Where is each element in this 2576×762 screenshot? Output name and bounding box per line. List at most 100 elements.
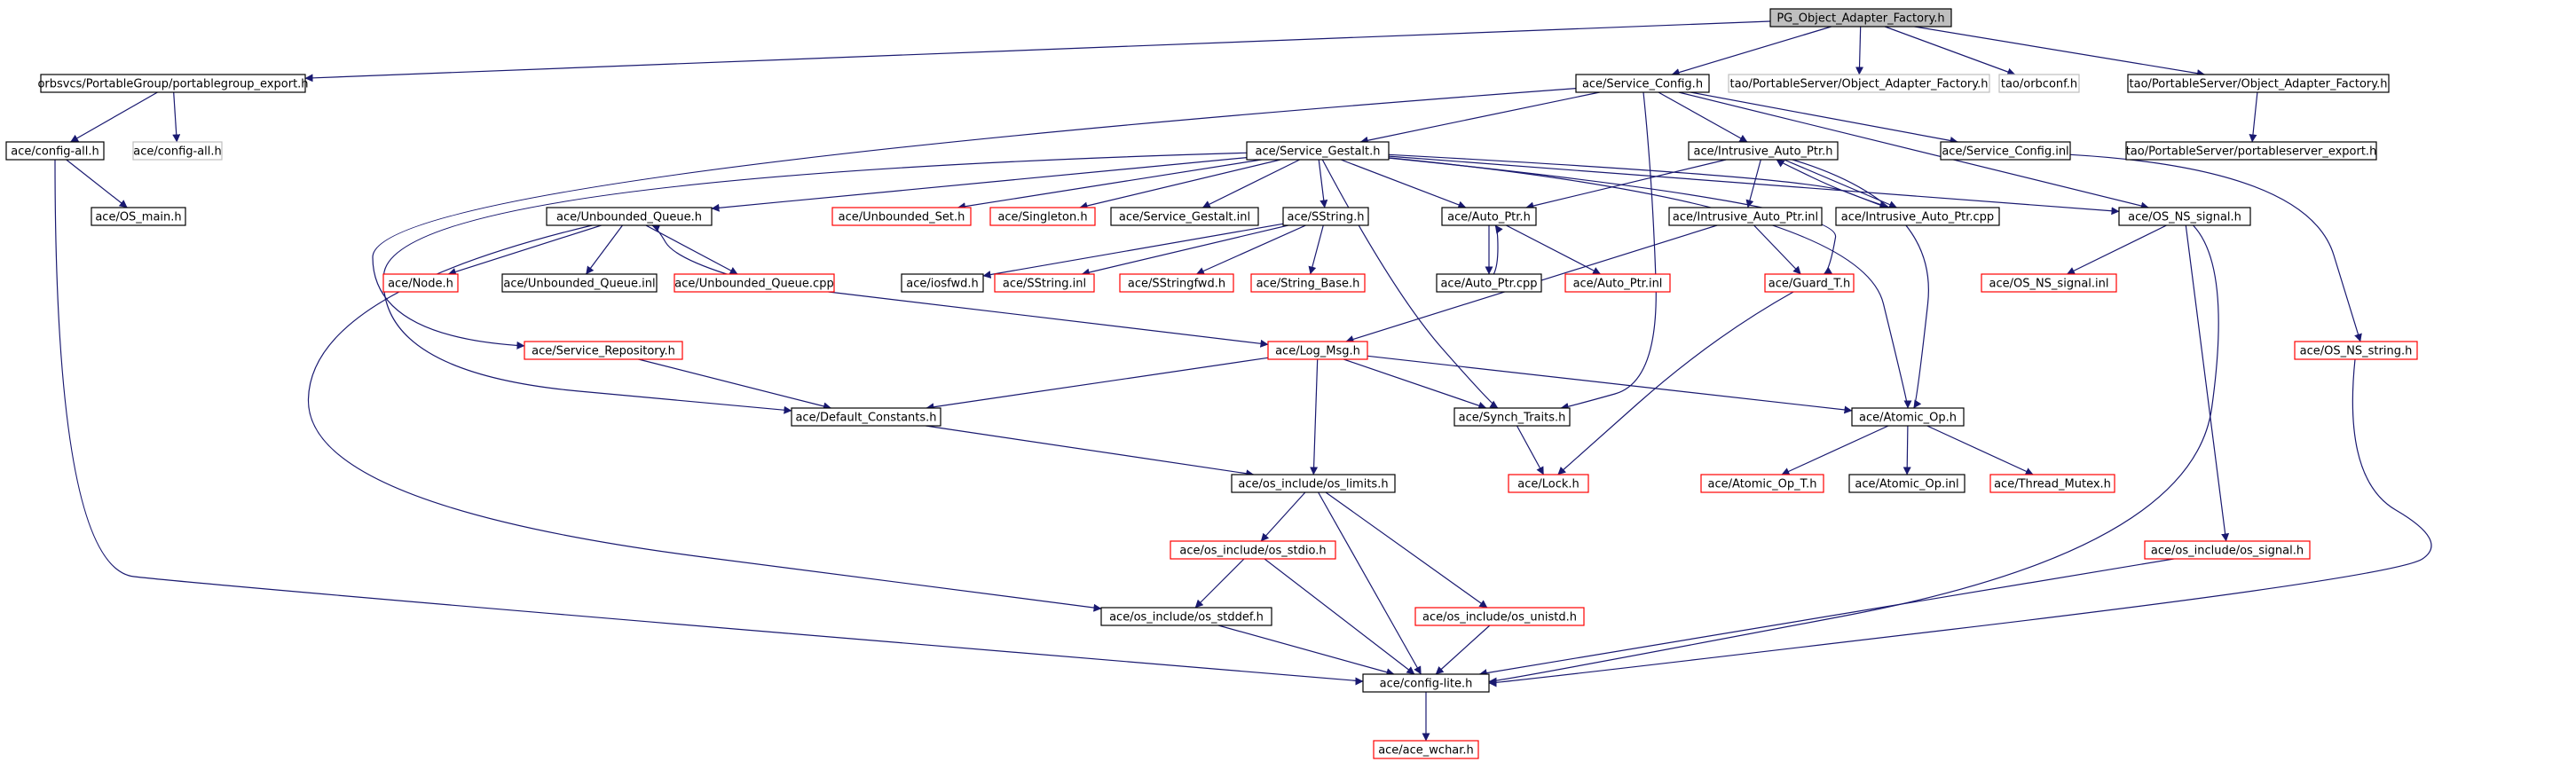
edge-atomic_op-to-thread_mutex bbox=[1926, 425, 2034, 475]
node-synch_traits[interactable]: ace/Synch_Traits.h bbox=[1453, 407, 1571, 427]
node-box bbox=[1851, 407, 1965, 427]
edge-os_signal-to-config_lite bbox=[1478, 558, 2174, 678]
node-atomic_op[interactable]: ace/Atomic_Op.h bbox=[1851, 407, 1965, 427]
node-svc_repo[interactable]: ace/Service_Repository.h bbox=[524, 341, 683, 360]
node-box bbox=[91, 207, 186, 226]
node-unb_queue_inl[interactable]: ace/Unbounded_Queue.inl bbox=[501, 273, 658, 293]
node-config_lite[interactable]: ace/config-lite.h bbox=[1362, 673, 1490, 693]
node-orbconf[interactable]: tao/orbconf.h bbox=[1998, 74, 2080, 93]
node-box bbox=[831, 207, 972, 226]
node-box bbox=[1441, 207, 1537, 226]
node-ps_oaf[interactable]: tao/PortableServer/Object_Adapter_Factor… bbox=[2127, 74, 2390, 93]
node-ace_wchar[interactable]: ace/ace_wchar.h bbox=[1373, 740, 1479, 759]
node-auto_ptr_cpp[interactable]: ace/Auto_Ptr.cpp bbox=[1436, 273, 1542, 293]
node-os_main[interactable]: ace/OS_main.h bbox=[91, 207, 186, 226]
node-unb_queue[interactable]: ace/Unbounded_Queue.h bbox=[546, 207, 713, 226]
node-guard_t[interactable]: ace/Guard_T.h bbox=[1764, 273, 1855, 293]
node-label: ace/iosfwd.h bbox=[906, 278, 978, 291]
node-string_base[interactable]: ace/String_Base.h bbox=[1250, 273, 1366, 293]
node-box bbox=[1231, 474, 1396, 493]
node-box bbox=[1100, 607, 1272, 626]
node-os_ns_signal[interactable]: ace/OS_NS_signal.h bbox=[2118, 207, 2251, 226]
node-intr_ptr_inl[interactable]: ace/Intrusive_Auto_Ptr.inl bbox=[1668, 207, 1823, 226]
node-sstringfwd[interactable]: ace/SStringfwd.h bbox=[1119, 273, 1234, 293]
node-box bbox=[501, 273, 658, 293]
node-sstring[interactable]: ace/SString.h bbox=[1282, 207, 1369, 226]
edge-svc_config-to-intr_ptr bbox=[1658, 91, 1748, 143]
edge-svc_gestalt-to-unb_set bbox=[957, 159, 1262, 211]
node-box bbox=[382, 273, 459, 293]
node-config_all2[interactable]: ace/config-all.h bbox=[132, 141, 223, 161]
node-os_signal[interactable]: ace/os_include/os_signal.h bbox=[2144, 540, 2311, 560]
node-node_h[interactable]: ace/Node.h bbox=[382, 273, 459, 293]
node-pg_export[interactable]: orbsvcs/PortableGroup/portablegroup_expo… bbox=[37, 74, 309, 93]
node-svc_config[interactable]: ace/Service_Config.h bbox=[1575, 74, 1710, 93]
node-label: ace/Intrusive_Auto_Ptr.h bbox=[1694, 145, 1833, 159]
node-label: ace/OS_NS_string.h bbox=[2300, 345, 2413, 358]
node-thread_mutex[interactable]: ace/Thread_Mutex.h bbox=[1989, 474, 2115, 493]
node-iosfwd[interactable]: ace/iosfwd.h bbox=[901, 273, 984, 293]
node-label: ace/Unbounded_Queue.inl bbox=[503, 278, 655, 291]
node-box bbox=[2125, 141, 2377, 161]
node-box bbox=[1848, 474, 1965, 493]
node-box bbox=[1170, 540, 1336, 560]
edge-root-to-orbconf bbox=[1884, 26, 2016, 76]
edge-os_stdio-to-os_stddef bbox=[1194, 558, 1245, 609]
node-label: ace/os_include/os_stdio.h bbox=[1179, 545, 1326, 558]
node-label: tao/PortableServer/portableserver_export… bbox=[2126, 145, 2377, 159]
node-log_msg[interactable]: ace/Log_Msg.h bbox=[1267, 341, 1368, 360]
edge-os_stddef-to-config_lite bbox=[1217, 625, 1395, 677]
node-os_limits[interactable]: ace/os_include/os_limits.h bbox=[1231, 474, 1396, 493]
node-box bbox=[1998, 74, 2080, 93]
edge-ps_oaf-to-ps_export bbox=[2249, 91, 2258, 143]
node-box bbox=[1989, 474, 2115, 493]
node-label: ace/os_include/os_stddef.h bbox=[1109, 611, 1264, 625]
node-box bbox=[132, 141, 223, 161]
node-unb_queue_cpp[interactable]: ace/Unbounded_Queue.cpp bbox=[674, 273, 835, 293]
node-svc_gestalt[interactable]: ace/Service_Gestalt.h bbox=[1246, 141, 1390, 161]
node-singleton[interactable]: ace/Singleton.h bbox=[989, 207, 1096, 226]
node-os_unistd[interactable]: ace/os_include/os_unistd.h bbox=[1414, 607, 1585, 626]
node-os_stdio[interactable]: ace/os_include/os_stdio.h bbox=[1170, 540, 1336, 560]
node-label: ace/Singleton.h bbox=[997, 211, 1087, 224]
node-label: ace/Atomic_Op.h bbox=[1859, 412, 1957, 425]
node-label: ace/Auto_Ptr.cpp bbox=[1440, 278, 1537, 291]
node-atomic_op_inl[interactable]: ace/Atomic_Op.inl bbox=[1848, 474, 1965, 493]
edge-atomic_op-to-atomic_op_inl bbox=[1902, 425, 1911, 475]
node-box bbox=[1373, 740, 1479, 759]
node-box bbox=[1564, 273, 1671, 293]
node-label: ace/Guard_T.h bbox=[1769, 278, 1850, 291]
node-atomic_op_t[interactable]: ace/Atomic_Op_T.h bbox=[1700, 474, 1824, 493]
node-os_ns_signal_inl[interactable]: ace/OS_NS_signal.inl bbox=[1981, 273, 2117, 293]
node-config_all[interactable]: ace/config-all.h bbox=[5, 141, 105, 161]
node-tao_oaf[interactable]: tao/PortableServer/Object_Adapter_Factor… bbox=[1728, 74, 1990, 93]
edge-os_limits-to-config_lite bbox=[1318, 491, 1422, 675]
node-svc_config_inl[interactable]: ace/Service_Config.inl bbox=[1940, 141, 2071, 161]
edge-auto_ptr-to-auto_ptr_inl bbox=[1506, 224, 1602, 275]
edge-root-to-ps_oaf bbox=[1914, 26, 2205, 78]
node-lock_h[interactable]: ace/Lock.h bbox=[1508, 474, 1589, 493]
node-sstring_inl[interactable]: ace/SString.inl bbox=[994, 273, 1095, 293]
node-intr_ptr[interactable]: ace/Intrusive_Auto_Ptr.h bbox=[1688, 141, 1839, 161]
node-label: ace/Node.h bbox=[388, 278, 453, 291]
node-unb_set[interactable]: ace/Unbounded_Set.h bbox=[831, 207, 972, 226]
edge-svc_gestalt-to-atomic_op bbox=[1388, 157, 1912, 409]
node-box bbox=[1769, 8, 1952, 27]
node-box bbox=[2144, 540, 2311, 560]
node-label: orbsvcs/PortableGroup/portablegroup_expo… bbox=[37, 78, 308, 91]
node-intr_ptr_cpp[interactable]: ace/Intrusive_Auto_Ptr.cpp bbox=[1835, 207, 2000, 226]
node-os_ns_string[interactable]: ace/OS_NS_string.h bbox=[2294, 341, 2418, 360]
node-label: ace/ace_wchar.h bbox=[1378, 744, 1474, 758]
node-auto_ptr[interactable]: ace/Auto_Ptr.h bbox=[1441, 207, 1537, 226]
node-box bbox=[1436, 273, 1542, 293]
node-label: ace/Thread_Mutex.h bbox=[1994, 478, 2111, 491]
edge-intr_ptr_inl-to-guard_t bbox=[1753, 224, 1801, 275]
node-label: ace/Atomic_Op.inl bbox=[1855, 478, 1958, 491]
node-gestalt_inl[interactable]: ace/Service_Gestalt.inl bbox=[1110, 207, 1259, 226]
node-auto_ptr_inl[interactable]: ace/Auto_Ptr.inl bbox=[1564, 273, 1671, 293]
node-label: tao/PortableServer/Object_Adapter_Factor… bbox=[1730, 78, 1989, 91]
node-os_stddef[interactable]: ace/os_include/os_stddef.h bbox=[1100, 607, 1272, 626]
node-def_const[interactable]: ace/Default_Constants.h bbox=[791, 407, 941, 427]
node-ps_export[interactable]: tao/PortableServer/portableserver_export… bbox=[2125, 141, 2377, 161]
